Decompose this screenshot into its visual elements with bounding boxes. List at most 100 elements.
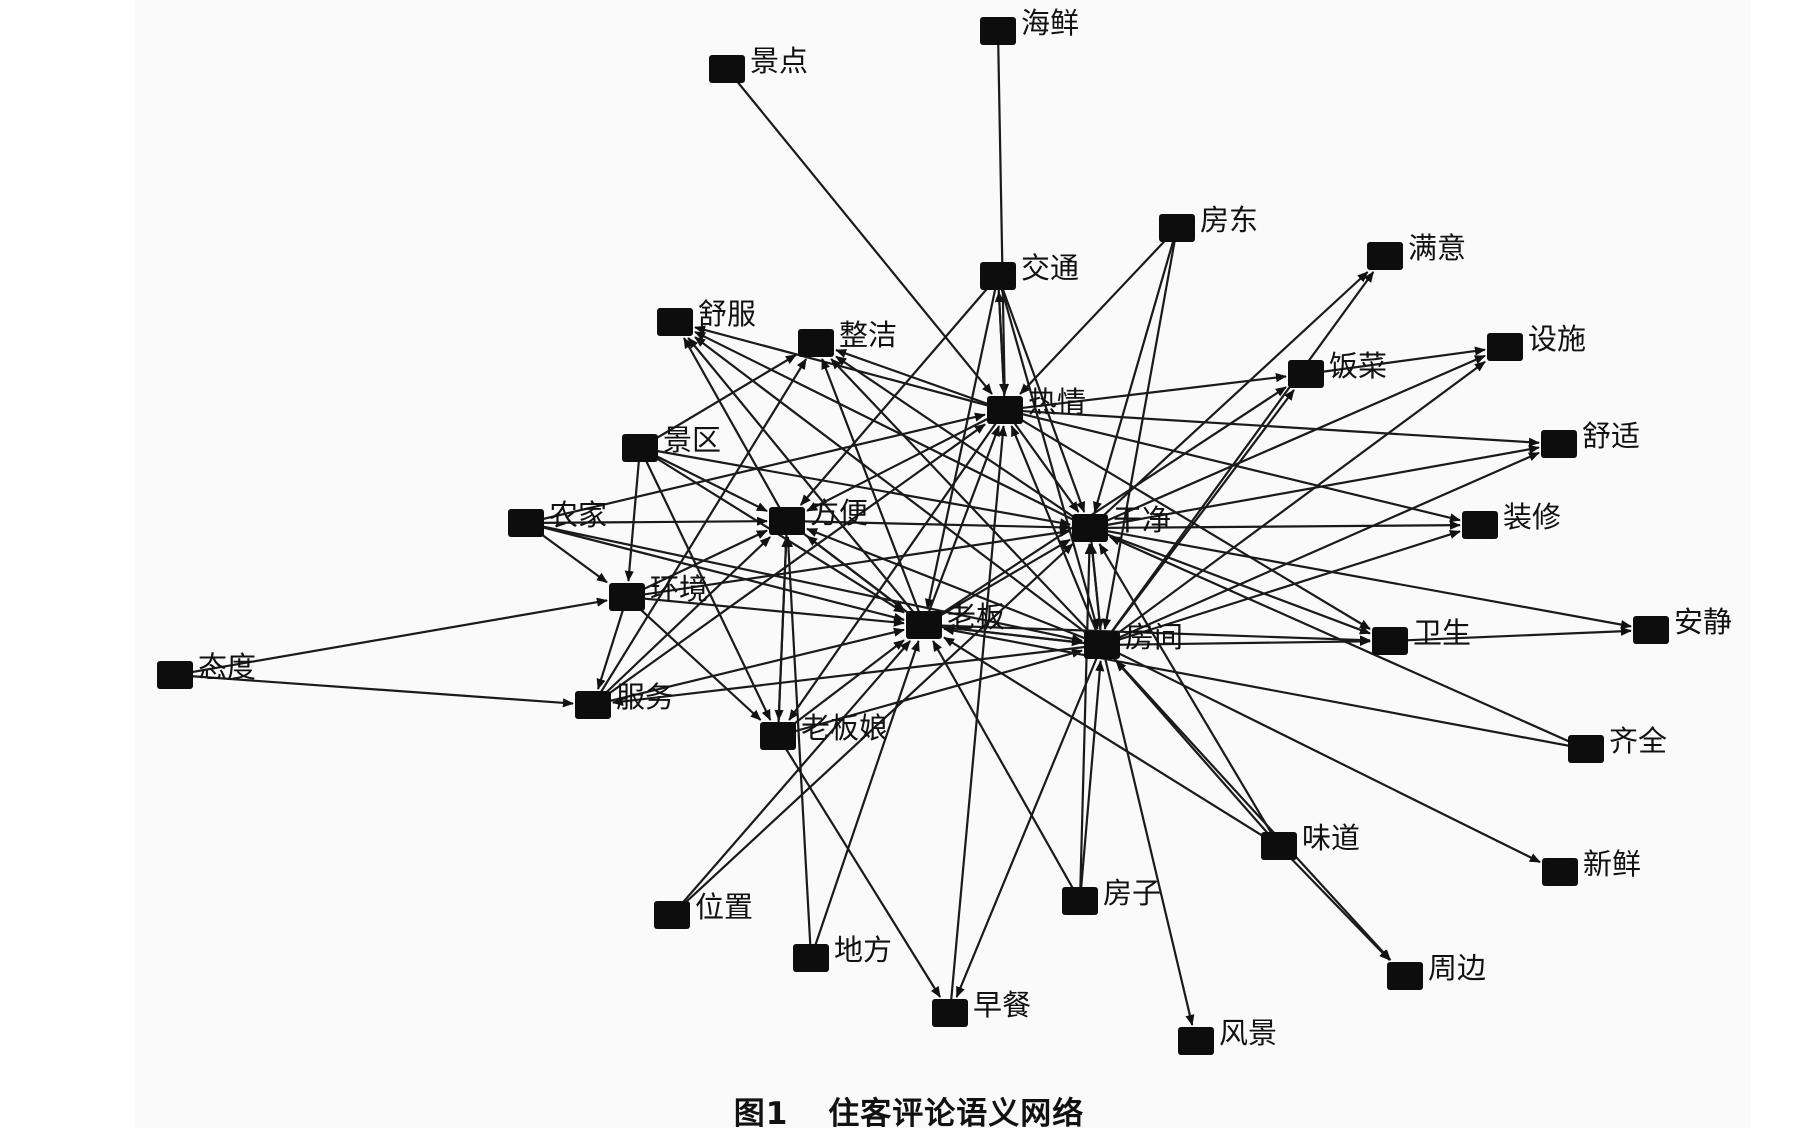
edge-fangjian-xinxian [1101,644,1541,864]
edge-fangjian-weisheng [1101,636,1371,647]
node-box-laobanniang [760,722,796,750]
node-label-nongjia: 农家 [549,498,607,532]
edge-qiquan-ganjing [1109,535,1587,751]
node-zhoubian: 周边 [1387,951,1486,990]
node-box-xinxian [1542,858,1578,886]
node-label-zaocan: 早餐 [973,988,1031,1022]
node-label-shufu: 舒服 [698,297,756,331]
node-box-reqing [987,396,1023,424]
node-fangbian: 方便 [769,496,868,535]
edge-fangdong-reqing [1019,227,1178,395]
node-label-zhengjie: 整洁 [839,318,897,352]
node-box-fangzi [1062,887,1098,915]
node-label-fangdong: 房东 [1200,203,1258,237]
edge-reqing-shushi [1004,408,1540,447]
edge-weidao-fangjian [1115,660,1280,847]
node-jingqu: 景区 [622,423,721,462]
node-label-laoban: 老板 [947,600,1005,634]
edge-ganjing-anjing [1089,526,1632,630]
edge-laoban-ganjing [923,538,1071,626]
node-box-zhoubian [1387,962,1423,990]
node-ganjing: 干净 [1072,503,1171,542]
edge-fangzi-laoban [932,640,1081,902]
nodes-layer: 海鲜景点房东交通满意舒服整洁设施饭菜热情景区舒适农家方便干净装修环境老板安静房间… [157,6,1732,1055]
edge-jiaotong-fangbian [799,275,999,506]
node-box-taidu [157,661,193,689]
edge-laoban-weisheng [923,623,1371,645]
edge-reqing-fangbian [806,409,1006,512]
edge-fangjian-fuwu [612,643,1103,707]
node-box-fancai [1288,360,1324,388]
node-box-fengjing [1178,1027,1214,1055]
node-box-qiquan [1568,735,1604,763]
edge-fangjian-fangbian [806,527,1103,647]
edge-fangjian-shufu [694,336,1103,646]
node-label-shushi: 舒适 [1582,419,1640,453]
edge-reqing-zhengjie [835,349,1006,412]
edge-jingdian-reqing [726,68,993,395]
edge-fangbian-ganjing [786,519,1071,532]
edge-difang-laoban [809,640,920,959]
node-label-sheshi: 设施 [1528,322,1586,356]
node-box-weisheng [1372,627,1408,655]
node-anjing: 安静 [1633,605,1732,644]
node-label-fangjian: 房间 [1125,620,1183,654]
node-box-weidao [1261,832,1297,860]
node-label-huanjing: 环境 [650,572,708,606]
edge-taidu-huanjing [174,597,608,677]
node-label-fuwu: 服务 [616,680,674,714]
edge-laobanniang-zaocan [777,735,941,998]
node-huanjing: 环境 [609,572,708,611]
node-label-taidu: 态度 [198,650,256,684]
node-label-weidao: 味道 [1302,821,1360,855]
edge-nongjia-laoban [525,521,905,622]
edge-laobanniang-fangjian [777,648,1083,738]
node-label-manyi: 满意 [1408,231,1466,265]
node-box-shufu [657,308,693,336]
node-box-sheshi [1487,333,1523,361]
edge-fuwu-fangbian [592,536,771,706]
node-shushi: 舒适 [1541,419,1640,458]
node-taidu: 态度 [157,650,256,689]
node-box-zaocan [932,999,968,1027]
node-label-qiquan: 齐全 [1609,724,1667,758]
edge-jiaotong-fangjian [996,275,1100,630]
edge-qiquan-laoban [943,626,1587,751]
edge-jingqu-zhengjie [639,353,797,449]
node-label-fengjing: 风景 [1219,1016,1277,1050]
node-label-reqing: 热情 [1028,385,1086,419]
node-laoban: 老板 [906,600,1005,639]
node-box-zhuangxiu [1462,511,1498,539]
edge-ganjing-weisheng [1089,526,1371,635]
node-box-fangjian [1084,631,1120,659]
node-laobanniang: 老板娘 [760,711,888,750]
node-box-difang [793,944,829,972]
node-label-xinxian: 新鲜 [1583,847,1641,881]
edge-jingqu-huanjing [624,447,642,582]
node-fangjian: 房间 [1084,620,1183,659]
edge-weizhi-laoban [671,640,911,916]
edge-reqing-weisheng [1004,409,1371,630]
node-label-weisheng: 卫生 [1413,616,1471,650]
edge-fangdong-fangjian [1102,227,1179,630]
node-jiaotong: 交通 [980,251,1079,290]
node-label-jiaotong: 交通 [1021,251,1079,285]
node-zhuangxiu: 装修 [1462,500,1561,539]
node-xinxian: 新鲜 [1542,847,1641,886]
node-label-fangbian: 方便 [810,496,868,530]
node-fangdong: 房东 [1159,203,1258,242]
node-fancai: 饭菜 [1288,349,1387,388]
edge-weisheng-anjing [1389,626,1632,643]
edge-fangbian-laobanniang [774,520,789,721]
node-label-ganjing: 干净 [1113,503,1171,537]
edge-laoban-shufu [687,337,925,626]
edge-fangdong-ganjing [1093,227,1179,513]
node-difang: 地方 [793,933,892,972]
edge-weidao-ganjing [1098,543,1280,847]
node-sheshi: 设施 [1487,322,1586,361]
node-label-jingqu: 景区 [663,423,721,457]
node-fengjing: 风景 [1178,1016,1277,1055]
edge-jingqu-fangbian [639,447,768,513]
node-box-jiaotong [980,262,1016,290]
